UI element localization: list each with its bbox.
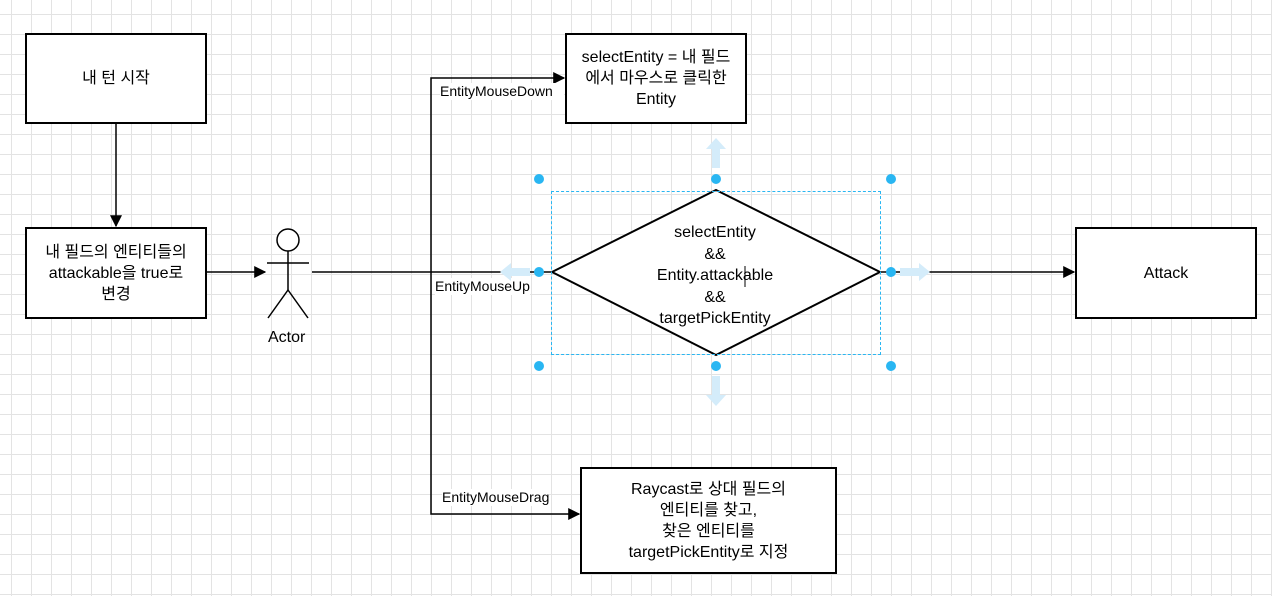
resize-handle-right-icon[interactable] — [886, 267, 896, 277]
actor-stick-figure-icon[interactable] — [267, 228, 309, 319]
raycast-box[interactable]: Raycast로 상대 필드의 엔티티를 찾고, 찾은 엔티티를 targetP… — [580, 467, 837, 574]
edge-label-mouse-up: EntityMouseUp — [435, 278, 530, 295]
edge-mouse-drag[interactable] — [430, 272, 581, 520]
attack-label: Attack — [1143, 264, 1189, 282]
connect-arrow-down-icon[interactable] — [706, 376, 726, 406]
resize-handle-left-icon[interactable] — [534, 267, 544, 277]
resize-handle-top-icon[interactable] — [711, 174, 721, 184]
resize-handle-bottom-left-icon[interactable] — [534, 361, 544, 371]
edge-mouse-down[interactable] — [430, 72, 566, 272]
edge-label-mouse-drag: EntityMouseDrag — [442, 489, 550, 506]
connect-arrow-up-icon[interactable] — [706, 138, 726, 168]
start-label: 내 턴 시작 — [82, 70, 150, 87]
connect-arrow-left-icon[interactable] — [500, 263, 530, 281]
resize-handle-top-right-icon[interactable] — [886, 174, 896, 184]
resize-handle-top-left-icon[interactable] — [534, 174, 544, 184]
set-attackable-box[interactable]: 내 필드의 엔티티들의 attackable을 true로 변경 — [25, 227, 207, 319]
attack-box[interactable]: Attack — [1075, 227, 1257, 319]
select-entity-box[interactable]: selectEntity = 내 필드 에서 마우스로 클릭한 Entity — [565, 33, 747, 124]
edge-label-mouse-down: EntityMouseDown — [440, 83, 564, 100]
select-entity-label: selectEntity = 내 필드 에서 마우스로 클릭한 Entity — [581, 49, 731, 108]
start-box[interactable]: 내 턴 시작 — [25, 33, 207, 124]
actor-label: Actor — [268, 329, 306, 346]
connect-arrow-right-icon[interactable] — [900, 263, 930, 281]
condition-diamond[interactable] — [549, 188, 883, 357]
set-attackable-label: 내 필드의 엔티티들의 attackable을 true로 변경 — [45, 243, 187, 303]
condition-label: selectEntity && Entity.attackable && tar… — [656, 224, 774, 327]
resize-handle-bottom-icon[interactable] — [711, 361, 721, 371]
raycast-label: Raycast로 상대 필드의 엔티티를 찾고, 찾은 엔티티를 targetP… — [628, 480, 789, 561]
resize-handle-bottom-right-icon[interactable] — [886, 361, 896, 371]
